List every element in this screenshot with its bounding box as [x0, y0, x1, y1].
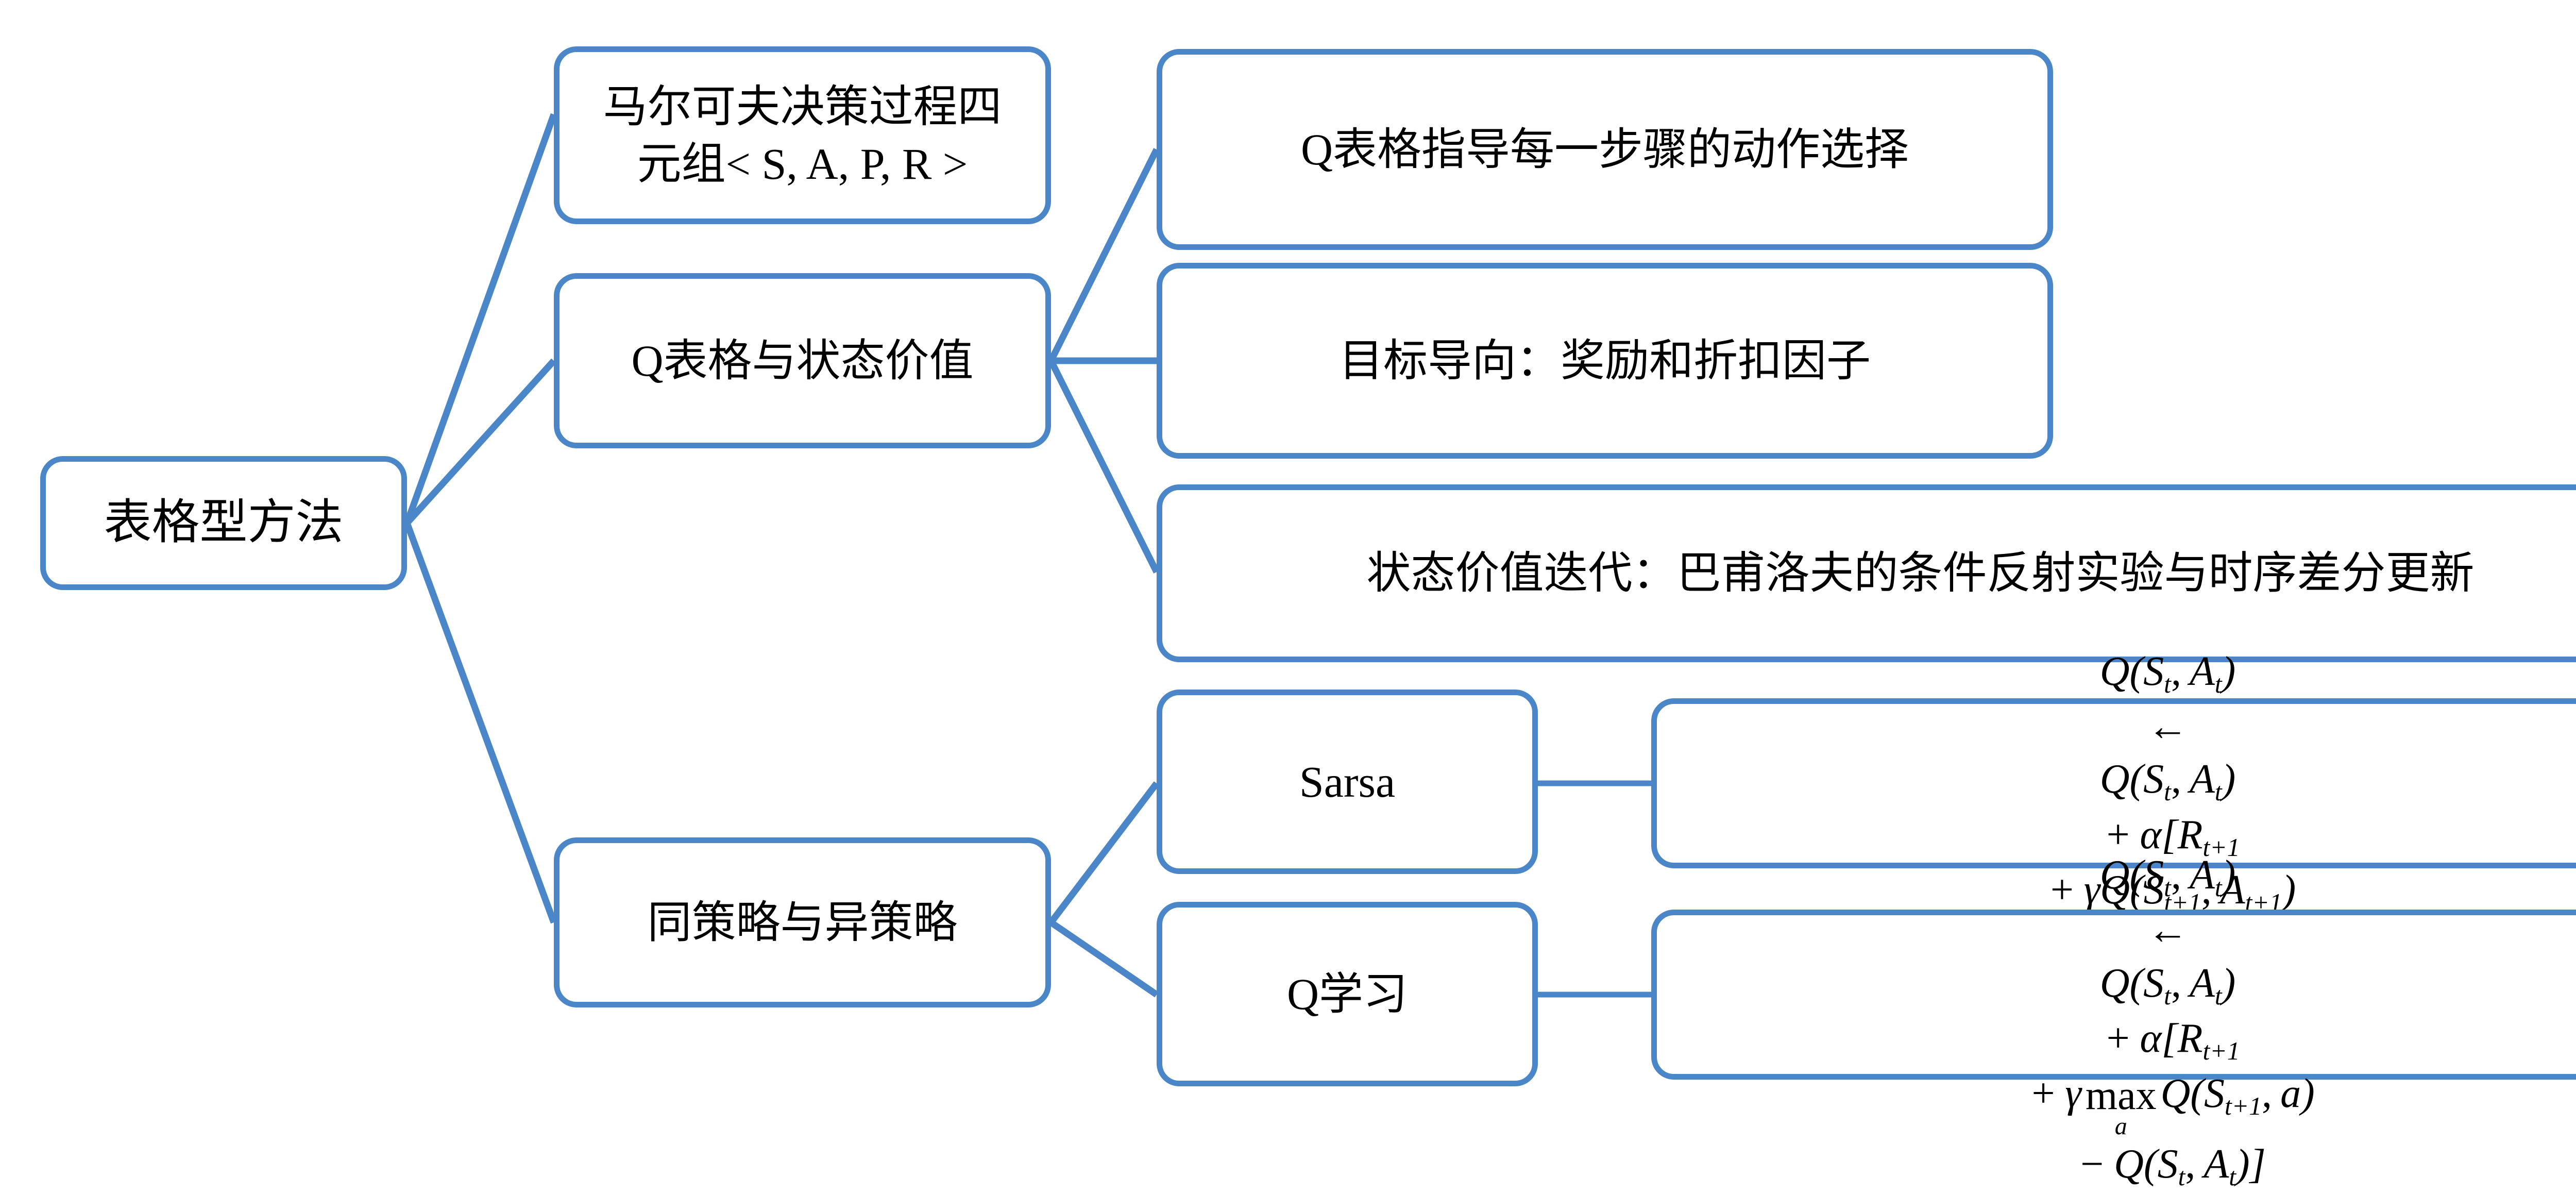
node-q-learning-label: Q学习 [1286, 969, 1408, 1019]
connector-qtable-to-child1 [1048, 148, 1160, 362]
node-goal-oriented-reward-discount-label: 目标导向：奖励和折扣因子 [1339, 335, 1871, 385]
node-q-table-state-value-label: Q表格与状态价值 [631, 335, 974, 385]
node-state-value-iteration-label: 状态价值迭代：巴甫洛夫的条件反射实验与时序差分更新 [1366, 548, 2475, 598]
node-q-learning[interactable]: Q学习 [1157, 902, 1538, 1086]
connector-policy-to-sarsa [1048, 781, 1160, 925]
connector-root-to-qtable [404, 358, 556, 526]
connector-root-to-mdp [403, 113, 557, 525]
connector-root-to-policy [403, 522, 557, 924]
node-markov-decision-process[interactable]: 马尔可夫决策过程四 元组< S, A, P, R > [554, 46, 1051, 224]
connector-qtable-to-child3 [1048, 359, 1160, 574]
node-root-tabular-methods[interactable]: 表格型方法 [40, 456, 407, 590]
node-q-table-guides-action-selection[interactable]: Q表格指导每一步骤的动作选择 [1157, 49, 2053, 250]
node-q-table-guides-action-selection-label: Q表格指导每一步骤的动作选择 [1300, 124, 1909, 174]
node-q-table-state-value[interactable]: Q表格与状态价值 [554, 273, 1051, 448]
node-goal-oriented-reward-discount[interactable]: 目标导向：奖励和折扣因子 [1157, 263, 2053, 459]
node-on-off-policy[interactable]: 同策略与异策略 [554, 837, 1051, 1007]
node-on-off-policy-label: 同策略与异策略 [647, 897, 958, 947]
connector-policy-to-qlearning [1049, 919, 1159, 998]
node-sarsa[interactable]: Sarsa [1157, 690, 1538, 874]
node-sarsa-label: Sarsa [1299, 757, 1396, 806]
node-root-label: 表格型方法 [104, 496, 344, 550]
node-markov-decision-process-label: 马尔可夫决策过程四 元组< S, A, P, R > [603, 82, 1002, 189]
